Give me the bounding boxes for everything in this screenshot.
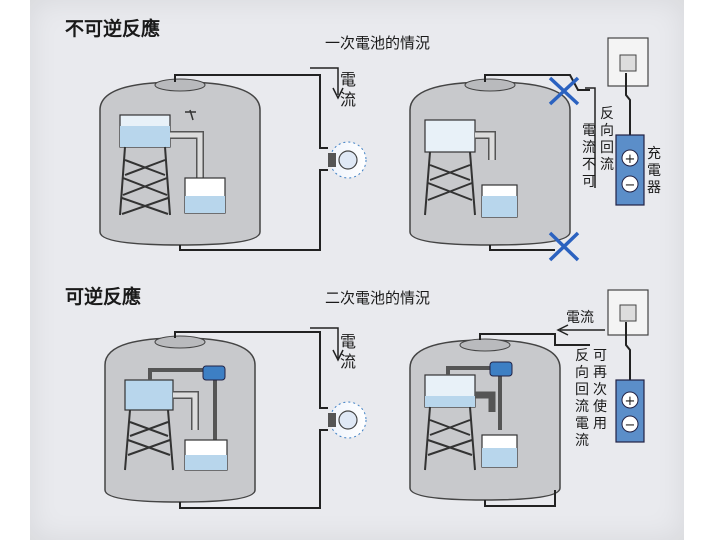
top-right-label-b2: 向 bbox=[600, 123, 614, 139]
bottom-charger-plus: + bbox=[625, 394, 636, 409]
top-left-current-char-2: 流 bbox=[340, 90, 356, 109]
top-charger-minus: − bbox=[625, 178, 636, 193]
page: 不可逆反應 一次電池的情況 電 流 bbox=[30, 0, 684, 540]
bottom-right-label-a3: 回 bbox=[575, 382, 589, 398]
bottom-right-label-a2: 向 bbox=[575, 365, 589, 381]
bottom-right-current-label: 電流 bbox=[566, 310, 594, 326]
top-right-reverse-arrow bbox=[585, 87, 596, 188]
bottom-wall-outlet-icon bbox=[607, 289, 649, 380]
bottom-left-current-char-2: 流 bbox=[340, 352, 356, 371]
bottom-right-label-a5: 電 bbox=[575, 416, 589, 432]
charger-char-2: 電 bbox=[647, 163, 661, 179]
bottom-charger-icon bbox=[615, 379, 645, 443]
charger-char-1: 充 bbox=[647, 146, 661, 162]
charger-char-3: 器 bbox=[647, 180, 661, 196]
top-right-label-a3: 不 bbox=[582, 157, 596, 173]
bottom-right-label-a1: 反 bbox=[575, 348, 589, 364]
top-charger-icon bbox=[615, 134, 645, 206]
top-title: 不可逆反應 bbox=[65, 17, 160, 40]
bottom-charger-minus: − bbox=[625, 418, 636, 433]
bottom-right-tank bbox=[409, 333, 590, 507]
bottom-right-label-b3: 次 bbox=[593, 382, 607, 398]
bottom-right-label-b2: 再 bbox=[593, 365, 607, 381]
top-right-label-a4: 可 bbox=[582, 174, 596, 190]
top-right-label-b4: 流 bbox=[600, 157, 614, 173]
bottom-right-label-b4: 使 bbox=[593, 398, 607, 415]
top-left-bulb-icon bbox=[328, 141, 367, 179]
top-right-tank bbox=[409, 74, 590, 251]
bottom-title: 可逆反應 bbox=[65, 285, 141, 308]
bottom-right-label-b1: 可 bbox=[593, 348, 607, 364]
top-cross-icon bbox=[548, 76, 580, 106]
bottom-left-tank bbox=[104, 327, 344, 509]
bottom-left-current-char-1: 電 bbox=[340, 332, 356, 351]
top-right-label-b3: 回 bbox=[600, 140, 614, 156]
diagram-canvas: 不可逆反應 一次電池的情況 電 流 bbox=[65, 17, 661, 509]
top-subtitle: 一次電池的情況 bbox=[325, 34, 430, 52]
top-right-label-b1: 反 bbox=[600, 106, 614, 122]
bottom-cross-icon bbox=[548, 231, 580, 262]
top-right-label-a1: 電 bbox=[582, 123, 596, 139]
bottom-right-label-a6: 流 bbox=[575, 433, 589, 449]
bottom-right-label-a4: 流 bbox=[575, 399, 589, 415]
top-wall-outlet-icon bbox=[607, 37, 649, 135]
top-left-current-char-1: 電 bbox=[340, 70, 356, 89]
bottom-right-label-b5: 用 bbox=[593, 416, 607, 432]
bottom-subtitle: 二次電池的情況 bbox=[325, 289, 430, 307]
top-right-label-a2: 流 bbox=[582, 140, 596, 156]
bottom-left-bulb-icon bbox=[328, 401, 367, 439]
top-left-tank bbox=[99, 67, 344, 251]
top-charger-plus: + bbox=[625, 152, 636, 167]
